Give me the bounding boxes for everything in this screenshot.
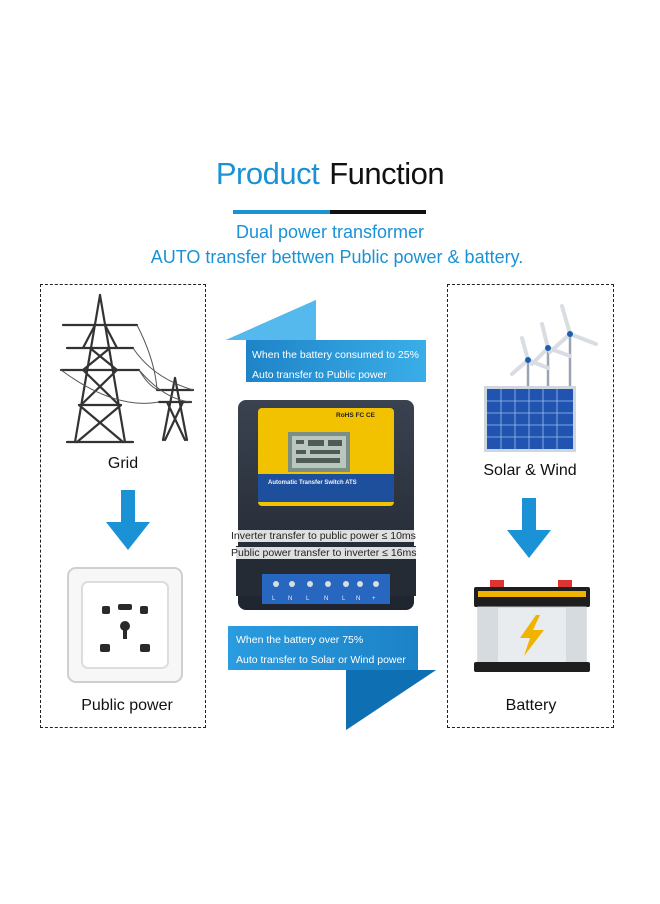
- title-underline-blue: [233, 210, 330, 214]
- bottom-callout-text: When the battery over 75% Auto transfer …: [236, 630, 406, 670]
- title-part-product: Product: [215, 156, 320, 191]
- solar-wind-icon: [484, 304, 598, 452]
- svg-text:N: N: [356, 596, 360, 602]
- left-panel: [40, 284, 206, 728]
- title-part-function: Function: [329, 156, 445, 191]
- svg-text:L: L: [342, 596, 346, 602]
- svg-text:L: L: [306, 596, 310, 602]
- top-callout-line1: When the battery consumed to 25%: [252, 349, 419, 361]
- top-callout-line2: Auto transfer to Public power: [252, 369, 387, 381]
- bottom-callout-arrow: [228, 626, 436, 730]
- spec-public-to-inverter: Public power transfer to inverter ≤ 16ms: [229, 547, 419, 559]
- ats-controller-device: L N L N L N +: [236, 400, 416, 610]
- svg-text:N: N: [324, 596, 328, 602]
- solar-wind-label: Solar & Wind: [483, 462, 577, 479]
- page-title: Product Function: [0, 156, 660, 192]
- arrow-down-icon: [507, 498, 551, 558]
- wall-socket-icon: [67, 567, 183, 683]
- right-panel: [447, 284, 614, 728]
- grid-label: Grid: [107, 455, 139, 472]
- battery-icon: [474, 580, 590, 672]
- public-power-label: Public power: [81, 697, 173, 714]
- subtitle-line2: AUTO transfer bettwen Public power & bat…: [150, 247, 524, 267]
- battery-label: Battery: [505, 697, 557, 714]
- top-callout-text: When the battery consumed to 25% Auto tr…: [252, 345, 419, 385]
- top-callout-arrow: [226, 300, 426, 382]
- title-underline-black: [330, 210, 426, 214]
- svg-text:+: +: [372, 596, 376, 602]
- svg-text:L: L: [272, 596, 276, 602]
- spec-inverter-to-public: Inverter transfer to public power ≤ 10ms: [229, 530, 418, 542]
- device-name: Automatic Transfer Switch ATS: [268, 480, 357, 486]
- device-cert-marks: RoHS FC CE: [336, 412, 375, 419]
- svg-text:N: N: [288, 596, 292, 602]
- bottom-callout-line1: When the battery over 75%: [236, 634, 364, 646]
- bottom-callout-line2: Auto transfer to Solar or Wind power: [236, 654, 406, 666]
- subtitle-line1: Dual power transformer: [235, 222, 425, 242]
- power-tower-icon: [59, 293, 195, 444]
- arrow-down-icon: [106, 490, 150, 550]
